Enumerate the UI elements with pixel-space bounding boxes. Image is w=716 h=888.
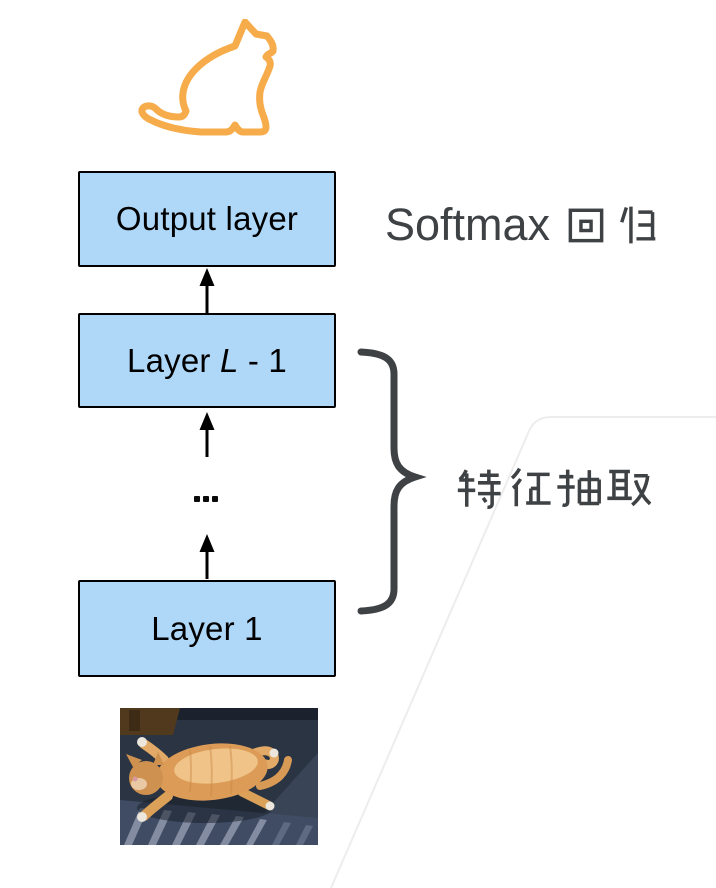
cjk-char-hui — [568, 208, 604, 243]
feature-extraction-label: 特征抽取 — [454, 464, 652, 511]
cjk-char-qu — [607, 469, 652, 507]
orange-cat-photo — [120, 708, 318, 845]
layer-l-minus-1-box: Layer L - 1 — [78, 313, 336, 408]
cat-outline-icon — [138, 19, 277, 136]
cjk-char-zheng — [510, 467, 551, 507]
cjk-char-te — [457, 469, 501, 510]
up-arrow-middle — [199, 412, 215, 457]
softmax-latin-text: Softmax — [385, 199, 551, 250]
cjk-char-gui — [620, 206, 656, 244]
output-layer-label: Output layer — [115, 200, 299, 237]
layer-l-minus-1-label: Layer L - 1 — [127, 341, 287, 379]
cjk-char-chou — [557, 469, 601, 507]
up-arrow-top — [199, 268, 215, 313]
ellipsis: ... — [194, 496, 218, 502]
up-arrow-bottom — [199, 534, 215, 579]
layer-1-box: Layer 1 — [78, 580, 336, 677]
output-layer-box: Output layer — [78, 171, 336, 267]
layer-1-label: Layer 1 — [151, 609, 263, 647]
layer-variable: L — [219, 341, 239, 379]
curly-brace — [357, 348, 427, 615]
softmax-regression-label: Softmax 回归 — [385, 199, 659, 250]
